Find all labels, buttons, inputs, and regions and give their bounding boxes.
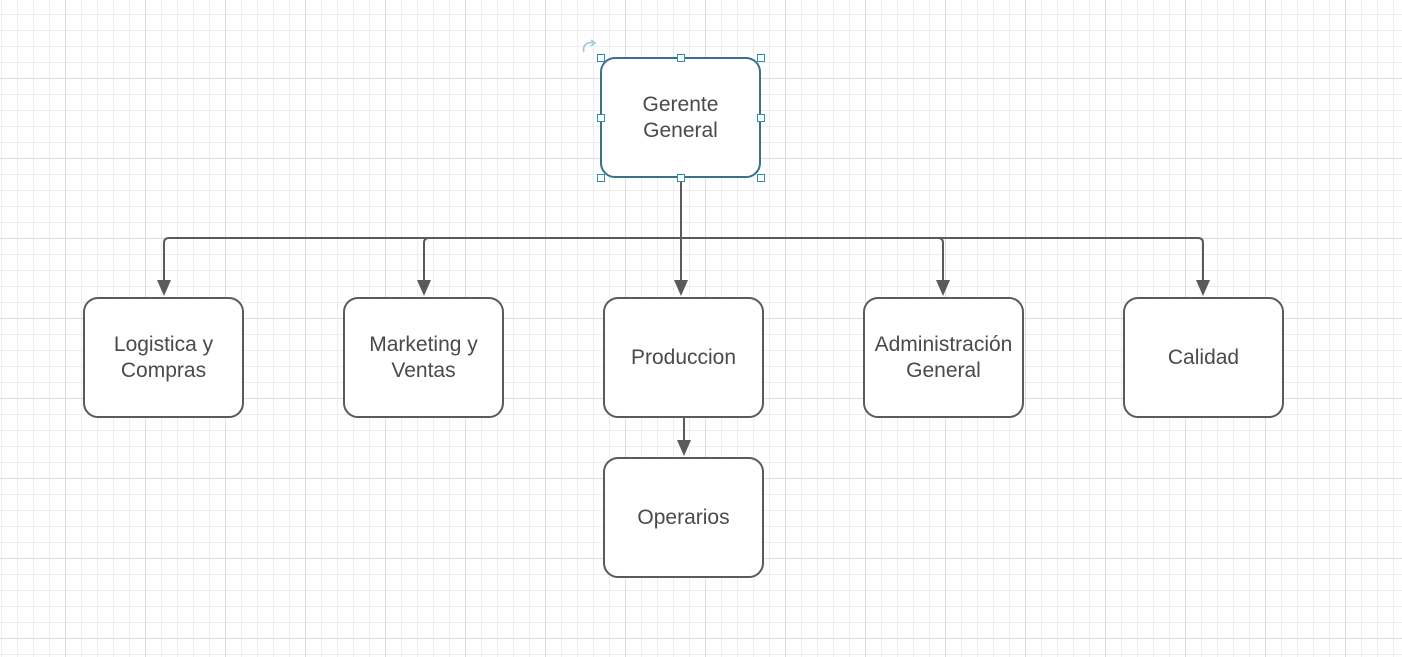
resize-handle-top-right-icon[interactable] <box>757 54 765 62</box>
node-label: Gerente General <box>642 92 719 142</box>
connector-to-marketing[interactable] <box>423 237 430 282</box>
node-label: Logistica y Compras <box>113 332 214 382</box>
resize-handle-right-icon[interactable] <box>757 114 765 122</box>
resize-handle-bottom-left-icon[interactable] <box>597 174 605 182</box>
node-calidad[interactable]: Calidad <box>1123 297 1284 418</box>
node-operarios[interactable]: Operarios <box>603 457 764 578</box>
connector-to-administracion[interactable] <box>937 237 944 282</box>
node-produccion[interactable]: Produccion <box>603 297 764 418</box>
connector-to-calidad[interactable] <box>1197 237 1204 282</box>
resize-handle-left-icon[interactable] <box>597 114 605 122</box>
connector-to-logistica[interactable] <box>163 237 170 282</box>
resize-handle-bottom-icon[interactable] <box>677 174 685 182</box>
node-label: Operarios <box>637 505 730 529</box>
node-label: Produccion <box>630 345 737 369</box>
rotate-icon[interactable] <box>580 38 600 58</box>
node-label: Calidad <box>1167 345 1240 369</box>
node-marketing-ventas[interactable]: Marketing y Ventas <box>343 297 504 418</box>
node-gerente-general[interactable]: Gerente General <box>600 57 761 178</box>
node-administracion-general[interactable]: Administración General <box>863 297 1024 418</box>
node-label: Marketing y Ventas <box>369 332 478 382</box>
resize-handle-bottom-right-icon[interactable] <box>757 174 765 182</box>
resize-handle-top-icon[interactable] <box>677 54 685 62</box>
resize-handle-top-left-icon[interactable] <box>597 54 605 62</box>
node-logistica-compras[interactable]: Logistica y Compras <box>83 297 244 418</box>
node-label: Administración General <box>874 332 1013 382</box>
